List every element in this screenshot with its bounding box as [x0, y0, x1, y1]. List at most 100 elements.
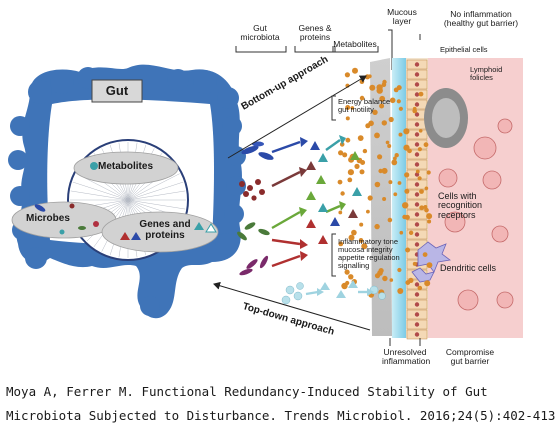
- metabolite-dot: [377, 154, 383, 160]
- epithelial-nucleus: [414, 332, 420, 337]
- metabolite-dot: [351, 229, 357, 236]
- metabolite-dot: [374, 273, 381, 279]
- metabolite-dot: [397, 267, 402, 273]
- metabolite-dot: [387, 144, 392, 148]
- metabolite-dot: [389, 97, 396, 104]
- metabolite-dot: [402, 202, 409, 209]
- metabolite-dot: [408, 230, 414, 235]
- metabolite-dot: [337, 179, 343, 185]
- epithelial-nucleus: [414, 242, 420, 247]
- metabolite-dot-icon: [90, 162, 98, 170]
- metabolite-dot: [391, 159, 398, 166]
- metabolite-dot: [359, 95, 365, 101]
- microbes-label: Microbes: [26, 213, 70, 224]
- epithelial-nucleus: [414, 102, 420, 107]
- metabolite-dot: [367, 195, 373, 201]
- metabolite-dot: [344, 269, 350, 275]
- metabolite-dot: [338, 241, 344, 247]
- metabolite-dot: [424, 280, 431, 287]
- metabolite-dot: [426, 170, 431, 175]
- metabolite-dot: [393, 192, 398, 197]
- metabolite-dot: [422, 252, 428, 257]
- metabolite-dot: [396, 99, 401, 104]
- epithelial-nucleus: [414, 82, 420, 87]
- metabolite-dot: [382, 275, 388, 282]
- colon-haustra: [8, 67, 246, 316]
- metabolite-dot: [419, 189, 424, 194]
- metabolite-dot: [365, 123, 371, 129]
- metabolite-dot: [398, 132, 403, 137]
- metabolite-dot: [340, 191, 345, 196]
- metabolite-dot: [342, 152, 348, 158]
- metabolite-dot: [357, 135, 364, 142]
- epithelial-nucleus: [414, 202, 420, 207]
- metabolites-ellipse: [73, 151, 179, 185]
- microbe-glyphs-icon: [34, 203, 99, 235]
- metabolite-dot: [385, 140, 390, 145]
- metabolites-header: Metabolites: [333, 39, 377, 49]
- protein-triangles: [306, 141, 362, 298]
- unresolved-inflammation-label: Unresolved inflammation: [382, 347, 431, 366]
- epithelial-nucleus: [414, 152, 420, 157]
- epithelial-nucleus: [414, 292, 420, 297]
- metabolite-dot: [345, 116, 350, 121]
- gut-title-box: [91, 79, 143, 103]
- metabolite-dot: [393, 156, 397, 161]
- metabolite-dot: [412, 108, 418, 114]
- metabolite-dot: [376, 84, 383, 91]
- grey-gradient-band: [370, 58, 392, 336]
- metabolites-label: Metabolites: [98, 161, 154, 172]
- metabolite-dot: [348, 274, 354, 280]
- no-inflammation-header: No inflammation (healthy gut barrier): [443, 9, 519, 28]
- metabolite-dot: [367, 74, 372, 79]
- metabolite-dots: [337, 67, 433, 298]
- metabolite-dot: [338, 150, 344, 156]
- epithelial-nucleus: [414, 312, 420, 317]
- metabolite-dot: [369, 84, 376, 91]
- recognition-cells: [438, 118, 514, 311]
- top-down-arrow: [213, 281, 371, 331]
- tissue-panel: [370, 58, 523, 340]
- gut-title: Gut: [105, 83, 129, 98]
- metabolite-dot: [417, 147, 422, 152]
- metabolite-dot: [361, 243, 368, 250]
- metabolite-dot: [350, 106, 355, 110]
- dendritic-cells: [411, 241, 451, 283]
- metabolite-dot: [426, 262, 433, 268]
- metabolite-dot: [418, 129, 423, 133]
- epithelial-nucleus: [414, 112, 420, 117]
- metabolite-dot: [362, 148, 368, 154]
- metabolite-dot: [379, 95, 386, 102]
- epithelial-nucleus: [414, 222, 420, 227]
- metabolite-dot: [381, 167, 388, 174]
- mucous-layer-header: Mucous layer: [387, 7, 417, 26]
- pathway-arrows: [271, 135, 346, 268]
- metabolite-dot: [397, 288, 404, 294]
- metabolite-dot: [354, 163, 360, 169]
- metabolite-dot: [347, 177, 353, 183]
- metabolite-dot: [359, 169, 365, 175]
- citation-line-2: Microbiota Subjected to Disturbance. Tre…: [6, 408, 555, 423]
- epithelial-nucleus: [414, 192, 420, 197]
- metabolite-dot: [403, 128, 410, 135]
- metabolite-dot: [374, 223, 380, 230]
- dendritic-cells-label: Dendritic cells: [440, 263, 497, 273]
- epithelial-nucleus: [414, 72, 420, 77]
- metabolite-dot: [382, 197, 387, 201]
- metabolite-dot: [403, 144, 410, 151]
- epithelial-nucleus: [414, 282, 420, 287]
- metabolite-dot: [348, 234, 355, 241]
- recognition-receptors-label: Cells with recognition receptors: [438, 191, 483, 220]
- metabolite-dot: [415, 169, 420, 174]
- metabolite-dot: [388, 180, 393, 185]
- metabolite-dot: [389, 278, 394, 282]
- metabolite-dot: [404, 188, 410, 194]
- protein-glyphs-icon: [120, 222, 217, 240]
- metabolite-dot: [418, 91, 424, 97]
- metabolite-dot: [393, 87, 399, 93]
- metabolite-dot: [405, 280, 411, 285]
- epithelial-nucleus: [414, 182, 420, 187]
- epithelial-nucleus: [414, 132, 420, 137]
- metabolite-dot: [359, 222, 364, 227]
- epithelial-nucleus: [414, 232, 420, 237]
